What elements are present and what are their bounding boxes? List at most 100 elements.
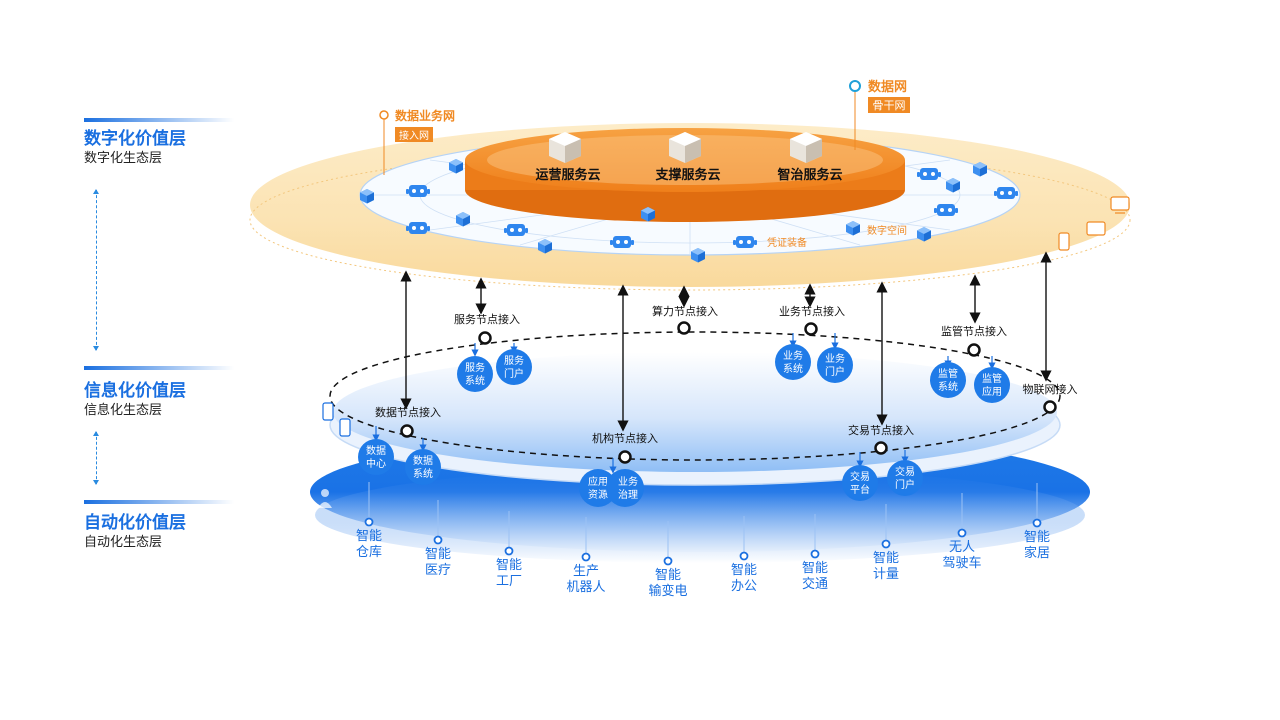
node-label: 门户	[825, 365, 845, 378]
node-label: 数据	[366, 444, 386, 457]
access-label-data: 数据节点接入	[375, 405, 441, 419]
bottom-node-label: 智能	[425, 547, 451, 562]
robot-icon	[733, 236, 757, 248]
network-data-marker: 数据网 骨干网	[849, 79, 910, 150]
bottom-node-label: 驾驶车	[942, 555, 981, 571]
node-label: 系统	[465, 374, 485, 387]
layer-title-digital: 数字化价值层	[84, 129, 186, 149]
bottom-node-dot	[663, 556, 673, 566]
layer-bar-auto	[84, 500, 234, 504]
arrow-digital-to-info	[93, 189, 99, 351]
access-label-compute: 算力节点接入	[652, 304, 718, 318]
node-label: 系统	[938, 380, 958, 393]
node-label: 门户	[504, 367, 524, 380]
access-label-business: 业务节点接入	[779, 305, 845, 318]
robot-icon	[934, 204, 958, 216]
bottom-node-label: 智能	[873, 551, 899, 566]
node-label: 系统	[783, 362, 803, 375]
middle-node-trade-platform: 交易 平台	[842, 465, 878, 501]
robot-icon	[994, 187, 1018, 199]
access-point-nodes	[400, 321, 1057, 464]
bottom-node-dot	[810, 549, 820, 559]
node-label: 中心	[366, 457, 386, 470]
layer-subtitle-digital: 数字化生态层	[84, 151, 163, 166]
bottom-node-dot	[364, 517, 374, 527]
middle-node-business-system: 业务 系统	[775, 344, 811, 380]
network-business-tag-text: 接入网	[399, 129, 429, 142]
bottom-nodes: 智能仓库智能医疗智能工厂生产机器人智能输变电智能办公智能交通智能计量无人驾驶车智…	[356, 482, 1050, 599]
phone-icon	[322, 402, 351, 437]
automation-disc-fade	[315, 467, 1085, 563]
wifi-device-icon	[1086, 221, 1106, 236]
node-label: 数据	[413, 454, 433, 467]
cloud-label-governance: 智治服务云	[777, 167, 842, 183]
node-label: 治理	[618, 488, 638, 501]
bottom-node-label: 智能	[496, 558, 522, 573]
node-label: 交易	[895, 465, 915, 478]
bottom-node-dot	[881, 539, 891, 549]
cloud-label-operation: 运营服务云	[535, 167, 600, 183]
access-point-data	[400, 424, 414, 438]
bottom-node-label: 工厂	[496, 574, 522, 589]
node-label: 服务	[504, 354, 524, 367]
node-label: 应用	[982, 385, 1002, 398]
access-label-trade: 交易节点接入	[848, 423, 914, 437]
bottom-node-label: 智能	[356, 529, 382, 544]
bottom-node-label: 医疗	[425, 563, 451, 578]
network-data-label: 数据网	[868, 79, 907, 95]
middle-node-app-resource: 应用 资源	[579, 469, 617, 507]
arrow-info-to-auto	[93, 431, 99, 485]
middle-node-business-governance: 业务 治理	[606, 469, 644, 507]
layer-bar-digital	[84, 118, 234, 122]
connection-arrows	[400, 251, 1052, 432]
annotation-space: 数字空间	[867, 224, 907, 237]
robot-icon	[610, 236, 634, 248]
bottom-node-dot	[433, 535, 443, 545]
phone-icon	[1058, 232, 1070, 251]
bottom-node-dot	[739, 551, 749, 561]
bottom-node-label: 计量	[873, 567, 899, 582]
middle-node-trade-portal: 交易 门户	[887, 460, 923, 496]
network-business-tag	[395, 127, 433, 142]
layer-bar-info	[84, 366, 234, 370]
robot-icon	[917, 168, 941, 180]
bottom-node-label: 仓库	[356, 544, 382, 560]
access-point-institution	[618, 450, 632, 464]
node-label: 监管	[982, 372, 1002, 385]
annotation-equipment: 凭证装备	[767, 236, 807, 249]
access-label-iot: 物联网接入	[1023, 382, 1078, 396]
bottom-node-label: 机器人	[566, 580, 605, 595]
middle-node-service-system: 服务 系统	[457, 356, 493, 392]
access-point-business	[804, 322, 818, 336]
person-icon	[318, 451, 332, 508]
middle-node-business-portal: 业务 门户	[817, 347, 853, 383]
middle-node-supervision-app: 监管 应用	[974, 367, 1010, 403]
node-label: 监管	[938, 367, 958, 380]
access-point-service	[478, 331, 492, 345]
network-business-label: 数据业务网	[395, 108, 455, 123]
access-point-iot	[1043, 400, 1057, 414]
network-data-tag-text: 骨干网	[873, 99, 906, 112]
bottom-node-dot	[504, 546, 514, 556]
node-link-arrows	[372, 333, 996, 474]
cloud-label-support: 支撑服务云	[654, 167, 720, 183]
access-point-supervision	[967, 343, 981, 357]
access-ring	[329, 331, 1061, 461]
middle-node-data-center: 数据 中心	[358, 439, 394, 475]
network-business-marker: 数据业务网 接入网	[379, 108, 455, 175]
bottom-node-label: 无人	[949, 540, 975, 555]
wifi-device-icon	[1110, 196, 1130, 214]
bottom-node-label: 输变电	[648, 583, 687, 599]
bottom-node-label: 智能	[1024, 530, 1050, 545]
layer-subtitle-info: 信息化生态层	[84, 403, 163, 418]
bottom-node-label: 家居	[1024, 545, 1050, 561]
network-data-tag	[868, 97, 910, 113]
